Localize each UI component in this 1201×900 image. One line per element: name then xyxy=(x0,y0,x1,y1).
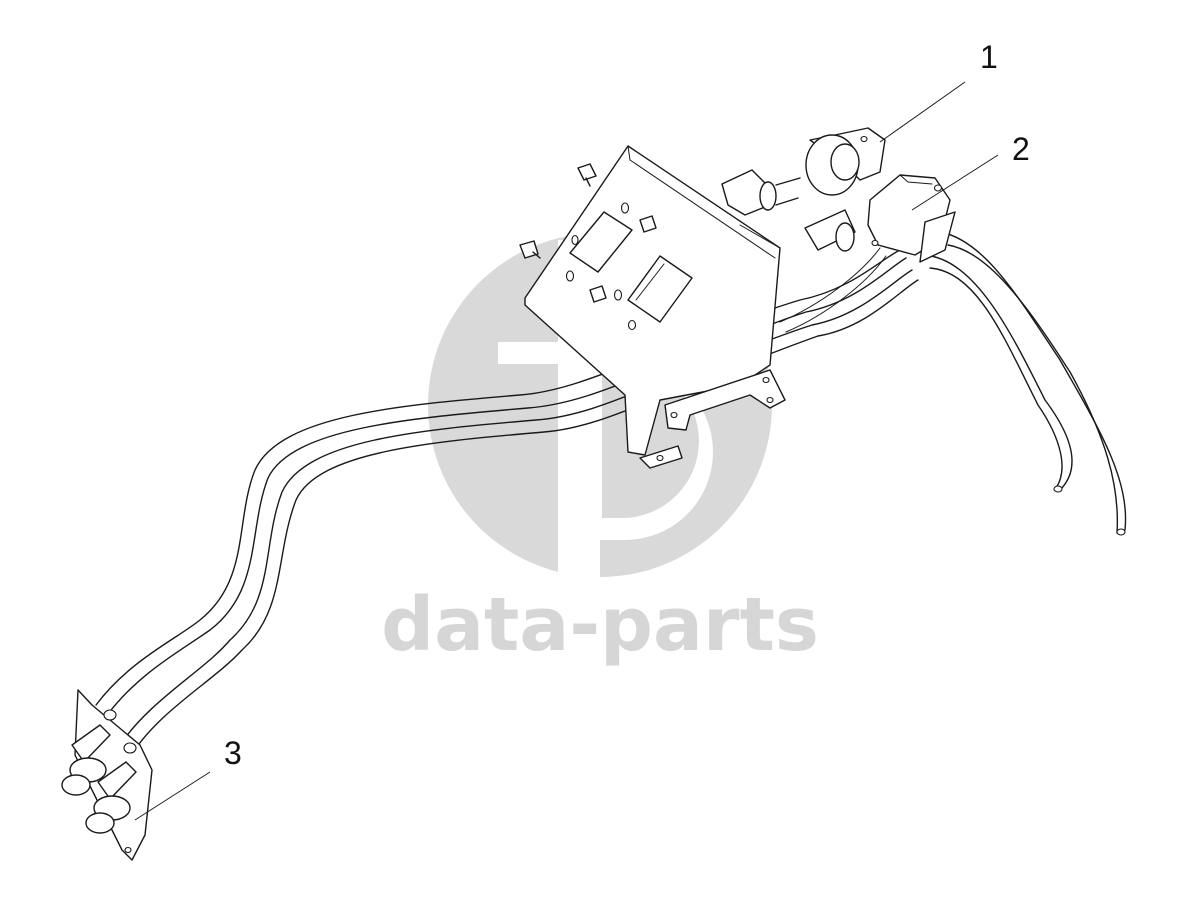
callout-1: 1 xyxy=(879,39,998,143)
connector-part-3 xyxy=(61,689,153,861)
callout-label-1: 1 xyxy=(980,39,998,75)
callout-3: 3 xyxy=(134,735,242,821)
watermark-text: data-parts xyxy=(381,582,819,668)
callout-2: 2 xyxy=(911,131,1030,211)
bolt xyxy=(519,240,541,259)
bolt xyxy=(577,163,597,187)
valve-part-2 xyxy=(867,174,956,263)
connector-fitting xyxy=(61,724,111,796)
callout-label-3: 3 xyxy=(224,735,242,771)
callout-label-2: 2 xyxy=(1012,131,1030,167)
bolt xyxy=(639,215,657,233)
valve-part-1 xyxy=(721,127,886,252)
mounting-bracket xyxy=(524,145,786,469)
hose-tail xyxy=(924,231,1127,536)
hose-bundle xyxy=(95,247,919,755)
bolt xyxy=(589,285,607,303)
connector-fitting xyxy=(85,761,137,834)
bolt-set xyxy=(519,163,657,303)
